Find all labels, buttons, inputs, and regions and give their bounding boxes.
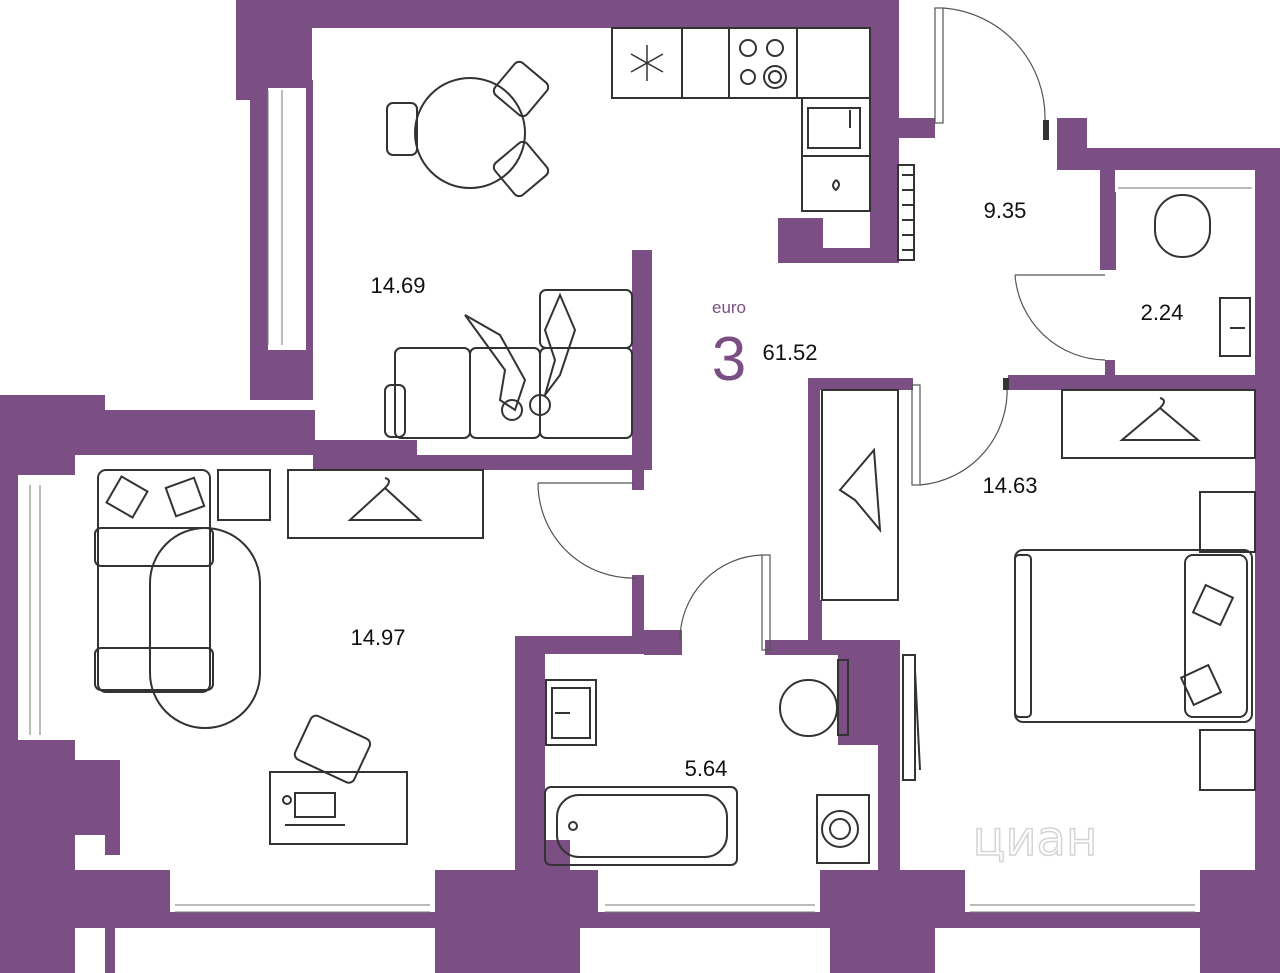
bathroom-door-swing xyxy=(679,554,763,641)
area-bedroom-right: 14.63 xyxy=(982,473,1037,498)
rug xyxy=(149,527,261,729)
dishwasher xyxy=(801,155,871,212)
area-toilet: 2.24 xyxy=(1141,300,1184,325)
area-bathroom: 5.64 xyxy=(685,756,728,781)
bedroom-right-furniture xyxy=(902,389,1256,791)
bedroom-left-door-swing xyxy=(537,482,637,579)
toilet-door-swing xyxy=(1014,274,1106,361)
sofa xyxy=(384,289,633,439)
kitchen-cabinet xyxy=(681,27,730,99)
bathroom-furniture xyxy=(544,659,870,866)
wc-toilet xyxy=(1154,194,1211,258)
entrance-door-swing xyxy=(942,7,1046,121)
area-kitchen-living: 14.69 xyxy=(370,273,425,298)
nightstand xyxy=(1199,729,1256,791)
bathroom-toilet xyxy=(779,659,849,737)
watermark: циан xyxy=(973,811,1098,867)
doors xyxy=(537,7,1106,651)
area-bedroom-left: 14.97 xyxy=(350,625,405,650)
total-area-label: 61.52 xyxy=(762,340,817,365)
kitchen-furniture xyxy=(384,27,915,439)
entrance-door-leaf xyxy=(934,7,944,124)
dining-table xyxy=(386,60,550,198)
bathtub xyxy=(544,786,738,866)
bedroom-left-furniture xyxy=(94,469,484,845)
washing-machine xyxy=(816,794,870,864)
nightstand xyxy=(1199,491,1256,553)
wardrobe xyxy=(287,469,484,539)
area-hallway: 9.35 xyxy=(984,198,1027,223)
snowflake-icon xyxy=(630,45,664,81)
kitchen-cabinet xyxy=(796,27,871,99)
bed xyxy=(1014,549,1253,723)
stove xyxy=(728,27,798,99)
right-wardrobe xyxy=(1061,389,1256,459)
nightstand xyxy=(217,469,271,521)
wc-sink xyxy=(1219,297,1251,357)
bathroom-sink xyxy=(545,679,597,746)
wc-furniture xyxy=(1154,194,1251,357)
hall-wardrobe xyxy=(821,389,899,601)
desk xyxy=(269,714,408,845)
windows xyxy=(18,88,1255,973)
room-count-label: 3 xyxy=(712,325,746,394)
layout-type-label: euro xyxy=(712,298,746,317)
fridge-unit xyxy=(611,27,683,99)
tv xyxy=(902,654,921,781)
bedroom-right-door-swing xyxy=(919,384,1008,486)
radiator xyxy=(897,164,915,261)
corridor-furniture xyxy=(821,389,899,601)
bed xyxy=(94,469,214,693)
